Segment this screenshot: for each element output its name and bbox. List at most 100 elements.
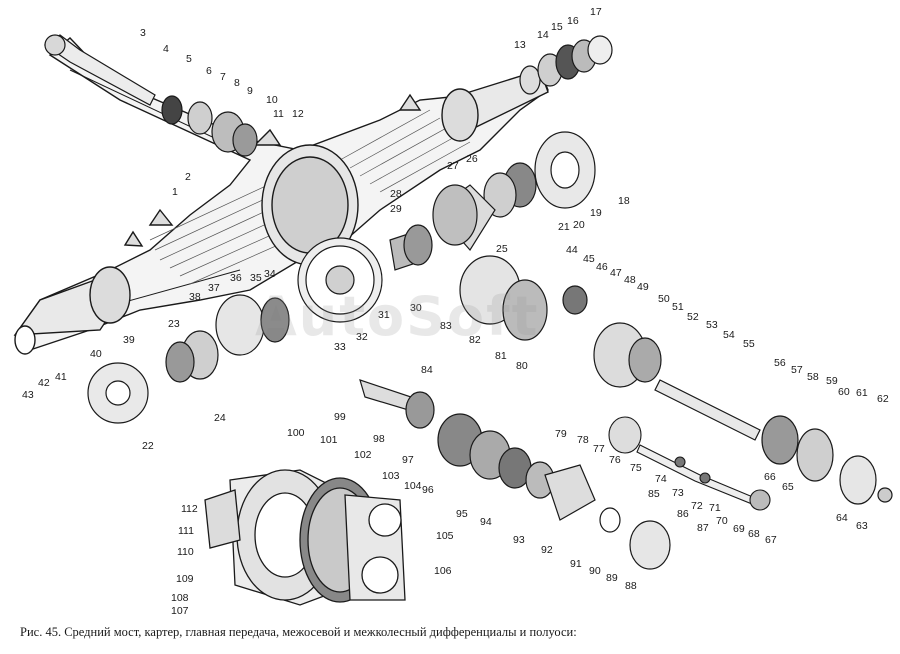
callout-12: 12 [292,108,304,120]
callout-32: 32 [356,331,368,343]
callout-29: 29 [390,203,402,215]
callout-57: 57 [791,364,803,376]
callout-80: 80 [516,360,528,372]
figure-caption: Рис. 45. Средний мост, картер, главная п… [20,625,577,639]
callout-87: 87 [697,522,709,534]
callout-52: 52 [687,311,699,323]
callout-104: 104 [404,480,422,492]
callout-91: 91 [570,558,582,570]
callout-56: 56 [774,357,786,369]
callout-64: 64 [836,512,848,524]
callout-6: 6 [206,65,212,77]
callout-93: 93 [513,534,525,546]
callout-17: 17 [590,6,602,18]
left-hub-parts [87,294,290,424]
callout-30: 30 [410,302,422,314]
callout-88: 88 [625,580,637,592]
callout-53: 53 [706,319,718,331]
callout-77: 77 [593,443,605,455]
callout-37: 37 [208,282,220,294]
callout-59: 59 [826,375,838,387]
callout-40: 40 [90,348,102,360]
half-shaft-assembly [43,34,258,157]
differential-center-parts [297,131,596,323]
callout-107: 107 [171,605,189,617]
callout-58: 58 [807,371,819,383]
callout-27: 27 [447,160,459,172]
callout-7: 7 [220,71,226,83]
callout-42: 42 [38,377,50,389]
callout-83: 83 [440,320,452,332]
callout-41: 41 [55,371,67,383]
callout-62: 62 [877,393,889,405]
callout-55: 55 [743,338,755,350]
callout-69: 69 [733,523,745,535]
callout-26: 26 [466,153,478,165]
callout-111: 111 [178,525,194,537]
callout-38: 38 [189,291,201,303]
callout-24: 24 [214,412,226,424]
callout-71: 71 [709,502,721,514]
callout-99: 99 [334,411,346,423]
callout-96: 96 [422,484,434,496]
callout-70: 70 [716,515,728,527]
callout-67: 67 [765,534,777,546]
gear-stack [359,379,671,570]
callout-86: 86 [677,508,689,520]
callout-79: 79 [555,428,567,440]
callout-78: 78 [577,434,589,446]
callout-68: 68 [748,528,760,540]
callout-84: 84 [421,364,433,376]
differential-carrier [204,469,406,606]
callout-76: 76 [609,454,621,466]
callout-97: 97 [402,454,414,466]
callout-110: 110 [177,546,194,558]
callout-8: 8 [234,77,240,89]
callout-2: 2 [185,171,191,183]
callout-89: 89 [606,572,618,584]
callout-43: 43 [22,389,34,401]
callout-5: 5 [186,53,192,65]
callout-109: 109 [176,573,194,585]
callout-72: 72 [691,500,703,512]
callout-20: 20 [573,219,585,231]
callout-46: 46 [596,261,608,273]
callout-18: 18 [618,195,630,207]
callout-108: 108 [171,592,189,604]
callout-103: 103 [382,470,400,482]
callout-33: 33 [334,341,346,353]
callout-105: 105 [436,530,454,542]
callout-106: 106 [434,565,452,577]
callout-45: 45 [583,253,595,265]
callout-82: 82 [469,334,481,346]
callout-4: 4 [163,43,169,55]
callout-34: 34 [264,268,276,280]
callout-16: 16 [567,15,579,27]
callout-3: 3 [140,27,146,39]
callout-65: 65 [782,481,794,493]
axle-housing [13,37,549,355]
callout-48: 48 [624,274,636,286]
callout-1: 1 [172,186,178,198]
callout-25: 25 [496,243,508,255]
callout-49: 49 [637,281,649,293]
callout-50: 50 [658,293,670,305]
callout-9: 9 [247,85,253,97]
callout-94: 94 [480,516,492,528]
callout-10: 10 [266,94,278,106]
callout-98: 98 [373,433,385,445]
callout-100: 100 [287,427,305,439]
callout-13: 13 [514,39,526,51]
watermark-text: AutoSoft [255,285,540,348]
callout-85: 85 [648,488,660,500]
callout-19: 19 [590,207,602,219]
callout-14: 14 [537,29,549,41]
callout-47: 47 [610,267,622,279]
callout-61: 61 [856,387,868,399]
callout-36: 36 [230,272,242,284]
callout-39: 39 [123,334,135,346]
interaxle-differential [459,255,893,505]
callout-73: 73 [672,487,684,499]
